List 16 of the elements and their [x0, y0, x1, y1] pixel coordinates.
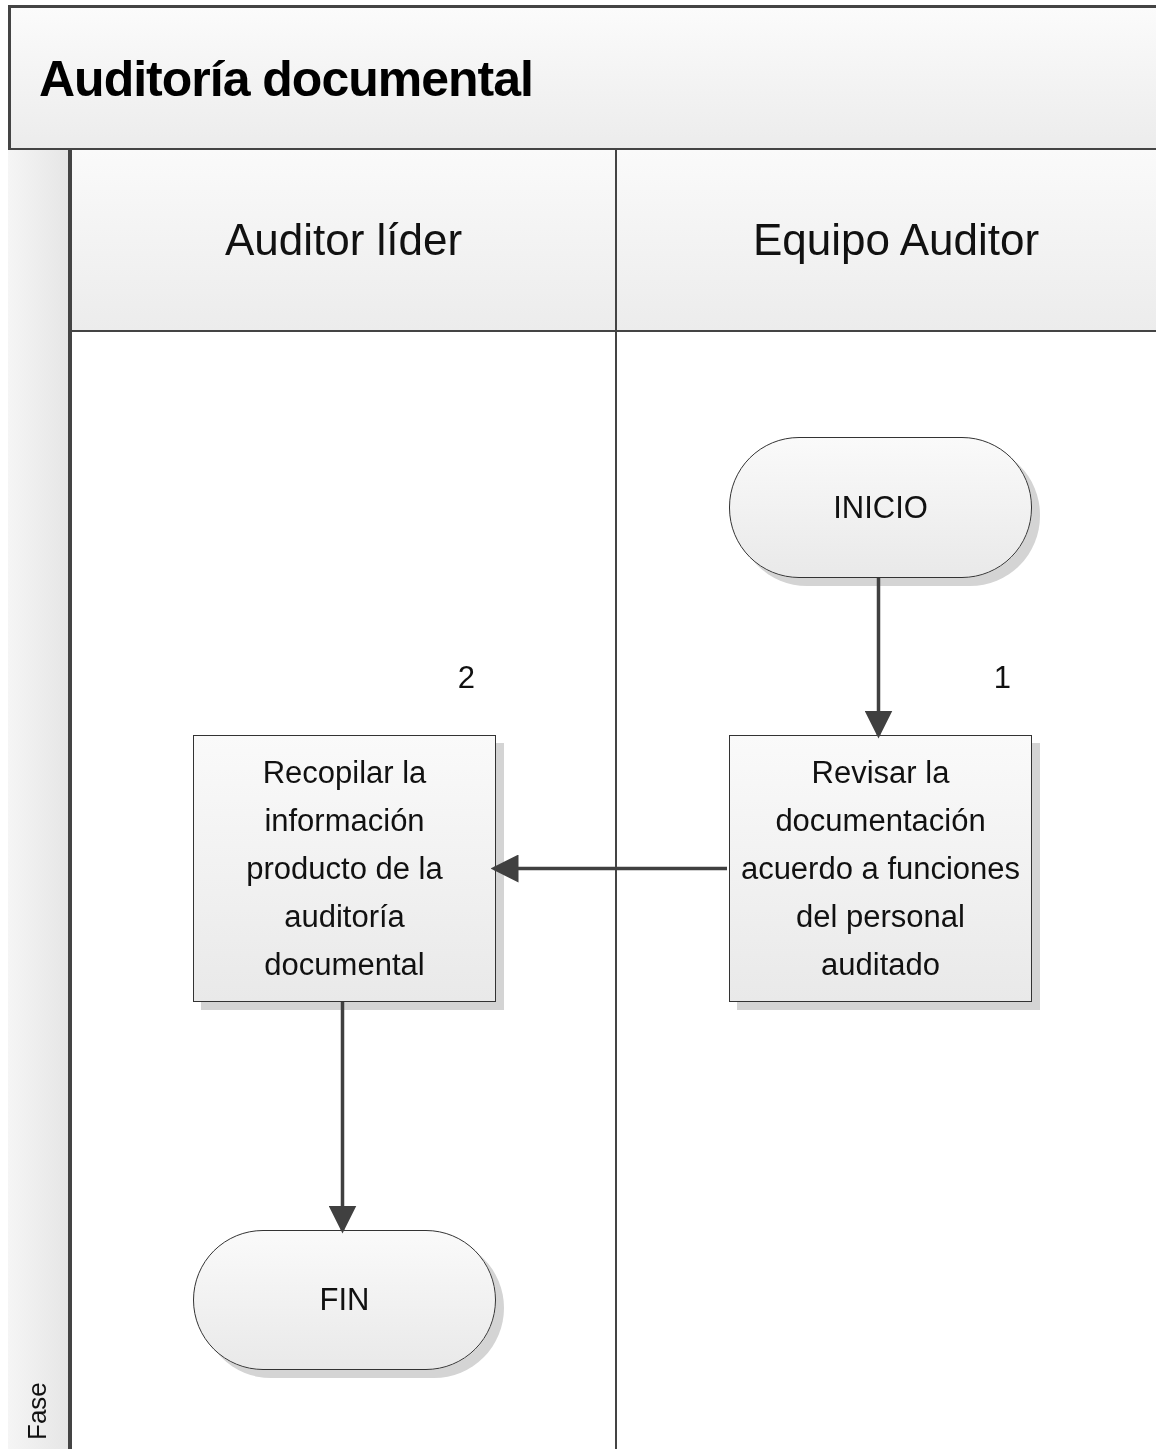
phase-label: Fase: [22, 1382, 53, 1440]
step-text: Revisar la documentación acuerdo a funciones del personal auditado: [739, 753, 1022, 984]
phase-band: [8, 150, 70, 1449]
diagram-title: Auditoría documental: [39, 50, 533, 108]
step-text: Recopilar la información producto de la auditoría documental: [245, 753, 444, 984]
step-number: 1: [993, 660, 1011, 696]
swimlane: [70, 150, 615, 1449]
lane-title: Equipo Auditor: [752, 215, 1040, 265]
step-text: INICIO: [833, 488, 928, 527]
arrow: [328, 1002, 357, 1234]
step-number: 2: [457, 660, 475, 696]
lane-title: Auditor líder: [224, 215, 463, 265]
arrow: [864, 578, 893, 739]
arrow: [490, 854, 727, 883]
swimlane: [615, 150, 1156, 1449]
step-text: FIN: [319, 1281, 370, 1319]
